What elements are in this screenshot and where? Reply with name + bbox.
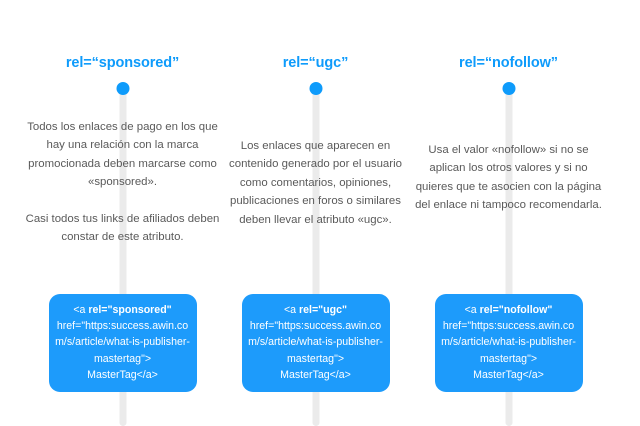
code-anchor-text: MasterTag</a>	[280, 368, 351, 381]
column-nofollow: rel=“nofollow” Usa el valor «nofollow» s…	[402, 0, 615, 426]
timeline-dot-icon-ugc	[309, 82, 322, 95]
heading-sponsored: rel=“sponsored”	[65, 55, 180, 71]
timeline-track-nofollow	[505, 88, 512, 426]
code-url: https:success.awin.com/s/article/what-is…	[248, 320, 383, 365]
code-tag-open: <a	[73, 304, 89, 316]
column-sponsored: rel=“sponsored” Todos los enlaces de pag…	[16, 0, 229, 426]
description-nofollow: Usa el valor «nofollow» si no se aplican…	[402, 141, 615, 215]
code-href: href="https:success.awin.com/s/article/w…	[55, 318, 191, 367]
code-url: https:success.awin.com/s/article/what-is…	[55, 320, 190, 365]
code-url: https:success.awin.com/s/article/what-is…	[441, 320, 576, 365]
code-href-prefix: href="	[249, 320, 279, 333]
code-anchor-text: MasterTag</a>	[473, 368, 544, 381]
heading-nofollow: rel=“nofollow”	[459, 55, 558, 71]
code-href-prefix: href="	[442, 320, 472, 333]
code-rel-attribute: rel="sponsored"	[88, 304, 172, 316]
code-tag-open: <a	[283, 304, 299, 316]
code-href: href="https:success.awin.com/s/article/w…	[248, 318, 384, 367]
description-paragraph: Casi todos tus links de afiliados deben …	[25, 212, 220, 244]
code-tag-line: <a rel="ugc"	[248, 302, 384, 318]
timeline-track-ugc	[312, 88, 319, 426]
description-sponsored: Todos los enlaces de pago en los que hay…	[16, 118, 229, 246]
code-card-nofollow[interactable]: <a rel="nofollow" href="https:success.aw…	[434, 294, 583, 393]
description-paragraph: Usa el valor «nofollow» si no se aplican…	[415, 144, 602, 212]
code-tag-open: <a	[464, 304, 480, 316]
code-tag-line: <a rel="nofollow"	[441, 302, 577, 318]
code-card-ugc[interactable]: <a rel="ugc" href="https:success.awin.co…	[241, 294, 390, 393]
code-anchor-text: MasterTag</a>	[87, 368, 158, 381]
description-paragraph: Todos los enlaces de pago en los que hay…	[27, 121, 218, 189]
timeline-dot-icon-nofollow	[502, 82, 515, 95]
code-card-sponsored[interactable]: <a rel="sponsored" href="https:success.a…	[48, 294, 197, 393]
code-href: href="https:success.awin.com/s/article/w…	[441, 318, 577, 367]
description-paragraph: Los enlaces que aparecen en contenido ge…	[229, 140, 402, 226]
code-href-prefix: href="	[56, 320, 86, 333]
code-tag-line: <a rel="sponsored"	[55, 302, 191, 318]
description-ugc: Los enlaces que aparecen en contenido ge…	[209, 137, 422, 229]
heading-ugc: rel=“ugc”	[282, 55, 349, 71]
code-rel-attribute: rel="ugc"	[299, 304, 348, 316]
timeline-dot-icon-sponsored	[116, 82, 129, 95]
timeline-track-sponsored	[119, 88, 126, 426]
code-rel-attribute: rel="nofollow"	[479, 304, 553, 316]
column-ugc: rel=“ugc” Los enlaces que aparecen en co…	[209, 0, 422, 426]
